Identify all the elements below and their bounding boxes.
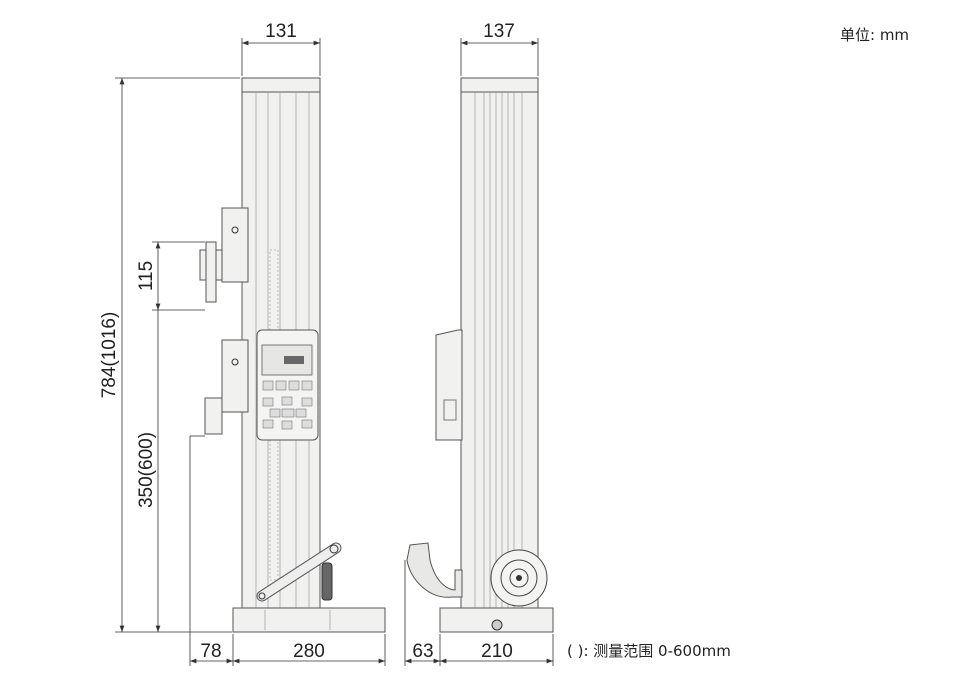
front-column-cap <box>241 77 321 93</box>
dim-side-offset: 63 <box>412 641 433 662</box>
front-view <box>199 77 386 633</box>
front-crank-handle <box>256 542 342 602</box>
dimension-lines <box>115 38 554 666</box>
dim-front-base: 280 <box>293 641 325 662</box>
keypad <box>262 380 313 430</box>
lower-head <box>221 339 249 413</box>
range-note: ( ): 测量范围 0-600mm <box>567 642 731 660</box>
dim-total-height: 784(1016) <box>99 312 120 399</box>
side-handwheel <box>490 549 548 607</box>
lower-probe-holder <box>204 397 223 435</box>
dim-lower-height: 350(600) <box>136 432 157 508</box>
unit-label: 单位: mm <box>840 26 909 44</box>
dim-front-width: 131 <box>265 21 297 42</box>
side-crank-handle <box>406 542 463 598</box>
side-column <box>460 77 539 611</box>
side-view <box>406 77 554 633</box>
dim-head-spacing: 115 <box>136 261 157 291</box>
front-base <box>232 607 386 633</box>
upper-head <box>221 207 249 283</box>
dim-front-offset: 78 <box>200 641 221 662</box>
side-display-panel <box>435 329 463 441</box>
dim-side-base: 210 <box>481 641 513 662</box>
dim-side-width: 137 <box>483 21 515 42</box>
display-panel <box>256 329 319 441</box>
